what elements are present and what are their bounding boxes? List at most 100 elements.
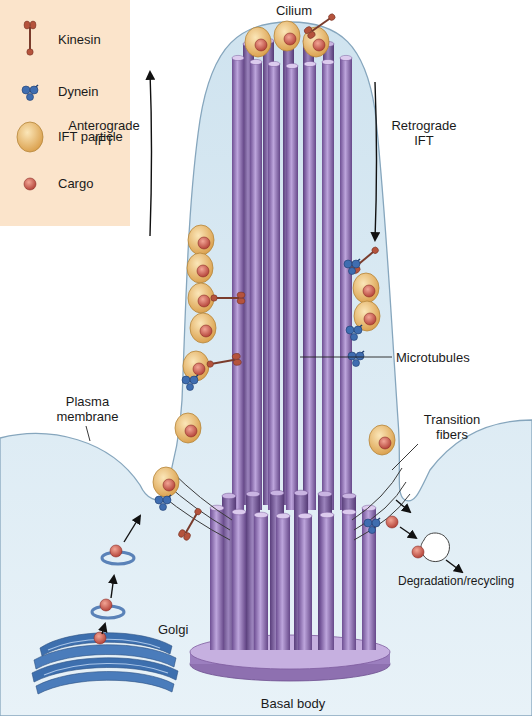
cell-body — [0, 22, 532, 716]
ift-particles — [175, 413, 201, 443]
flow-arrows — [111, 576, 114, 598]
golgi-apparatus — [36, 671, 174, 694]
motor-proteins — [177, 506, 204, 542]
motor-proteins — [346, 325, 362, 341]
transition-fibers — [354, 494, 410, 540]
axoneme-microtubules — [340, 55, 352, 60]
axoneme-microtubules — [286, 63, 298, 68]
basal-body-tubes — [254, 512, 268, 518]
flow-arrows — [400, 527, 416, 538]
legend-label: Dynein — [58, 84, 128, 99]
basal-body-tubes — [232, 509, 246, 515]
legend-symbols — [24, 178, 36, 190]
part-label: Plasma membrane — [50, 394, 125, 424]
axoneme-microtubules — [232, 55, 244, 60]
legend-symbols — [17, 21, 43, 190]
axoneme-microtubules — [250, 59, 262, 64]
axoneme-microtubules — [232, 58, 244, 510]
axoneme-microtubules — [286, 66, 298, 510]
ift-particles — [187, 253, 213, 283]
basal-body-tubes — [232, 512, 246, 650]
axoneme-microtubules — [304, 64, 316, 510]
part-label: Golgi — [158, 622, 208, 637]
leader-lines — [86, 357, 418, 470]
vesicles — [100, 599, 112, 611]
golgi-apparatus — [44, 663, 168, 675]
ift-particles — [153, 21, 395, 497]
motor-proteins — [348, 351, 364, 367]
flow-arrows — [124, 516, 140, 542]
ift-particles — [190, 313, 216, 343]
motor-proteins — [155, 10, 382, 541]
basal-body-tubes — [318, 491, 332, 497]
motor-proteins — [182, 375, 198, 391]
axoneme-microtubules — [268, 64, 280, 510]
flow-arrows — [446, 560, 462, 572]
part-label: Microtubules — [396, 350, 496, 365]
basal-body-tubes — [254, 515, 268, 650]
golgi-apparatus — [94, 632, 106, 644]
degradation-body — [412, 546, 424, 558]
basal-body-tubes — [320, 515, 334, 650]
legend-panel — [0, 0, 130, 226]
degradation-body — [386, 516, 398, 528]
motor-proteins — [155, 495, 171, 511]
basal-body-tubes — [270, 490, 284, 496]
ift-particles — [274, 21, 300, 51]
ift-particles — [245, 27, 271, 57]
legend-symbols — [24, 21, 36, 55]
basal-body-tubes — [342, 493, 356, 499]
axoneme-microtubules — [304, 61, 316, 66]
basal-body-tubes — [298, 516, 312, 650]
leader-lines — [392, 444, 418, 470]
ift-particles — [353, 273, 379, 303]
part-label: Transition fibers — [412, 412, 492, 442]
process-label: Degradation/recycling — [398, 574, 532, 589]
flow-arrows — [396, 500, 410, 512]
axoneme-microtubules — [340, 58, 352, 510]
basal-body-tubes — [342, 512, 356, 650]
basal-body-tubes — [276, 516, 290, 650]
legend-label: IFT particle — [58, 129, 128, 144]
leader-lines — [86, 426, 90, 441]
motor-proteins — [206, 353, 242, 371]
axoneme-microtubules — [250, 62, 262, 510]
basal-body-tubes — [298, 513, 312, 519]
axoneme-microtubules — [232, 38, 352, 511]
motor-proteins — [344, 259, 360, 275]
ift-particles — [188, 283, 214, 313]
legend-symbols — [17, 122, 43, 152]
basal-body-tubes — [294, 490, 308, 496]
axoneme-microtubules — [322, 59, 334, 64]
part-label: Basal body — [248, 696, 338, 711]
flow-arrows — [150, 72, 152, 236]
legend-label: Kinesin — [58, 32, 128, 47]
degradation-body — [386, 516, 449, 562]
basal-body-tubes — [320, 512, 334, 518]
basal-body-tubes — [342, 509, 356, 515]
basal-body-tubes — [246, 491, 260, 497]
motor-proteins — [364, 518, 380, 534]
ift-particles — [153, 467, 179, 497]
flow-arrows — [102, 624, 105, 634]
transition-fibers — [160, 468, 410, 540]
leader-lines — [300, 357, 392, 358]
basal-body-tubes — [210, 508, 224, 650]
direction-label: Retrograde IFT — [384, 118, 464, 148]
flow-arrows — [375, 82, 377, 240]
legend-panel — [0, 0, 130, 226]
basal-body-tubes — [276, 513, 290, 519]
legend-symbols — [22, 85, 38, 101]
ift-particles — [369, 425, 395, 455]
basal-body-tubes — [222, 493, 236, 499]
axoneme-microtubules — [268, 61, 280, 66]
legend-label: Cargo — [58, 176, 128, 191]
cell-body — [0, 22, 532, 716]
basal-body-tubes — [362, 505, 376, 511]
golgi-apparatus — [32, 632, 178, 694]
ift-particles — [188, 225, 214, 255]
vesicles — [92, 545, 134, 618]
structure-label: Cilium — [264, 3, 324, 18]
axoneme-microtubules — [322, 62, 334, 510]
